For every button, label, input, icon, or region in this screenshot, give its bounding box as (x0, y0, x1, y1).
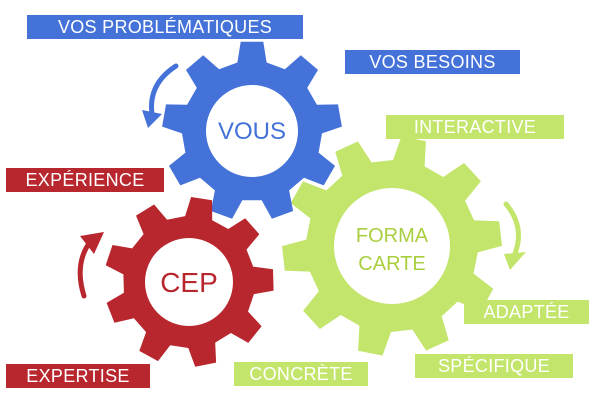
vous-gear-hole (206, 85, 298, 177)
cep-gear-label: CEP (160, 267, 218, 298)
formacarte-gear-label-line1: FORMA (356, 225, 429, 247)
formacarte-gear-label-line2: CARTE (358, 253, 425, 275)
blue-rotation-arrow-icon (142, 63, 179, 128)
formacarte-gear-hole (334, 188, 450, 304)
label-expertise: EXPERTISE (6, 364, 150, 388)
label-concrete: CONCRÈTE (234, 362, 368, 386)
vous-gear-label: VOUS (218, 118, 286, 145)
label-experience: EXPÉRIENCE (6, 168, 164, 192)
label-vos-besoins: VOS BESOINS (345, 50, 520, 74)
cep-gear-hole (145, 238, 233, 326)
label-vos-problematiques: VOS PROBLÉMATIQUES (27, 15, 303, 39)
red-rotation-arrow-icon (77, 232, 104, 299)
label-specifique: SPÉCIFIQUE (415, 354, 573, 378)
label-interactive: INTERACTIVE (386, 115, 564, 139)
label-adaptee: ADAPTÉE (464, 300, 589, 324)
green-rotation-arrow-icon (503, 201, 526, 270)
